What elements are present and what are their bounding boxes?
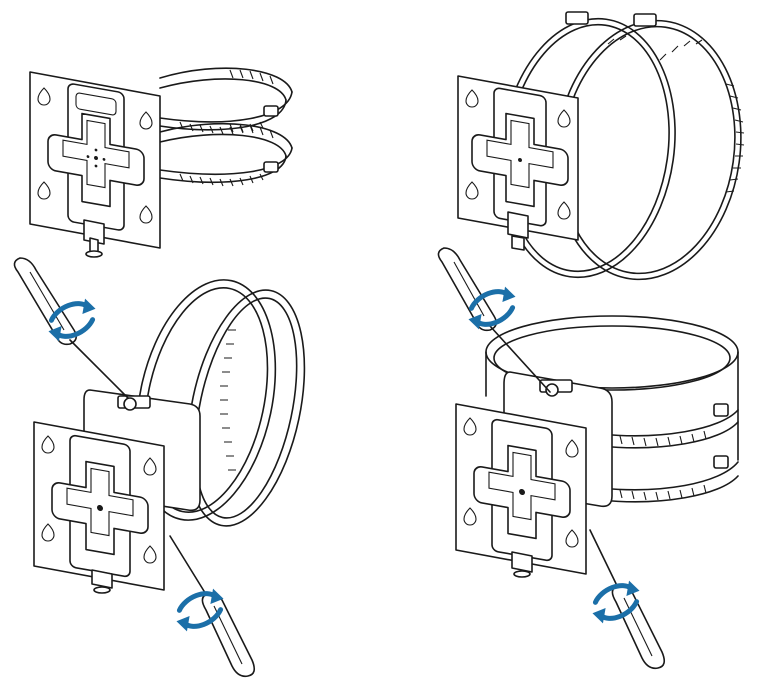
panel-tighten-small [437, 247, 739, 670]
screwdriver-upper-2 [437, 247, 551, 393]
band-slots-loop [220, 329, 236, 471]
panel-large-clamps [457, 11, 745, 281]
screwdriver-lower-2 [589, 529, 666, 670]
band-slots-large [595, 35, 745, 193]
clamp-screw-side [713, 403, 729, 469]
band-slots-small [619, 430, 707, 501]
band-slots-lower [179, 123, 274, 187]
clamp-screw-1 [263, 105, 279, 173]
clamp-screw-top [565, 11, 657, 27]
panel-tighten-large [13, 257, 306, 678]
screwdriver-upper [13, 257, 129, 399]
panel-small-clamps [29, 67, 293, 258]
